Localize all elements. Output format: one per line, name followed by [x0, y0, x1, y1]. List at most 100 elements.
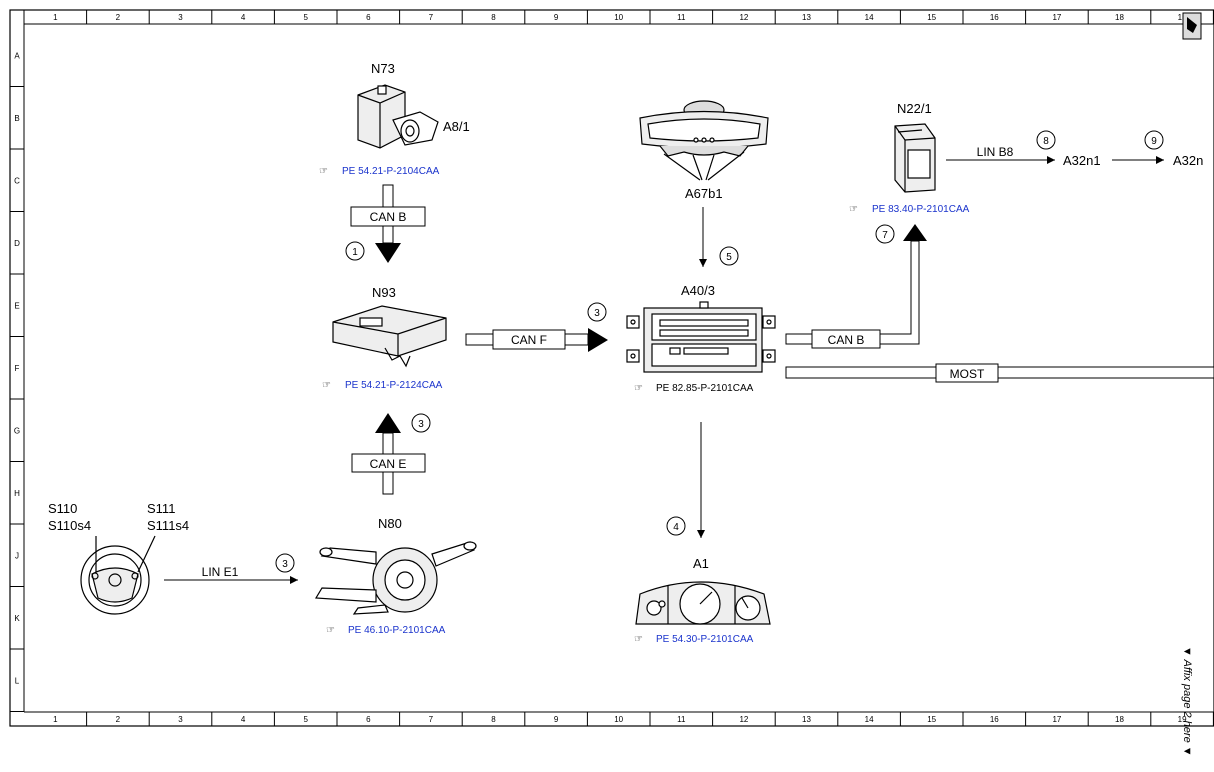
a1-label: A1	[693, 556, 709, 571]
can-b-top-label: CAN B	[370, 210, 407, 224]
corner-page-icon	[1182, 12, 1202, 40]
drawing-frame	[9, 9, 1214, 727]
grid-column-label: 3	[178, 715, 183, 724]
lin-b8-label: LIN B8	[977, 145, 1014, 159]
a1-instrument-cluster-icon	[635, 581, 771, 625]
step-8-badge: 8	[1036, 130, 1056, 150]
grid-column-label: 2	[116, 13, 121, 22]
grid-row-ticks	[10, 86, 24, 712]
n22-1-label: N22/1	[897, 101, 932, 116]
grid-column-label: 1	[53, 715, 58, 724]
step-9-badge: 9	[1144, 130, 1164, 150]
grid-column-label: 12	[739, 715, 748, 724]
s110s4-label: S110s4	[48, 518, 91, 533]
grid-column-label: 15	[927, 715, 936, 724]
grid-column-label: 6	[366, 715, 371, 724]
a1-ref-text: PE 54.30-P-2101CAA	[656, 634, 754, 645]
n93-ref-link[interactable]: ☞ PE 54.21-P-2124CAA	[322, 380, 443, 391]
lin-e1-connection: LIN E1	[164, 565, 298, 584]
grid-column-label: 4	[241, 715, 246, 724]
grid-column-label: 16	[990, 13, 999, 22]
lin-b8-connection: LIN B8	[946, 145, 1055, 164]
grid-column-label: 7	[429, 13, 434, 22]
affix-page-note: ▼ Affix page 2 here ▼	[1181, 646, 1193, 757]
n73-ref-text: PE 54.21-P-2104CAA	[342, 166, 440, 177]
n93-ref-text: PE 54.21-P-2124CAA	[345, 380, 443, 391]
grid-column-ticks	[86, 10, 1214, 726]
grid-column-label: 2	[116, 715, 121, 724]
n93-label: N93	[372, 285, 396, 300]
grid-row-label: G	[14, 426, 20, 435]
svg-text:3: 3	[594, 308, 600, 319]
grid-column-label: 17	[1052, 13, 1061, 22]
grid-column-label: 3	[178, 13, 183, 22]
grid-column-label: 5	[303, 715, 308, 724]
n73-label: N73	[371, 61, 395, 76]
n93-module-icon	[332, 305, 447, 368]
grid-row-labels: A B C D E F G H J K L	[14, 51, 20, 685]
a8-1-label: A8/1	[443, 119, 470, 134]
can-e-connection: CAN E	[351, 413, 426, 495]
can-f-connection: CAN F	[465, 328, 608, 352]
grid-column-label: 18	[1115, 13, 1124, 22]
reference-hand-icon: ☞	[849, 204, 858, 215]
grid-column-label: 17	[1052, 715, 1061, 724]
grid-column-label: 11	[677, 715, 686, 724]
s111s4-label: S111s4	[147, 518, 189, 533]
grid-column-label: 6	[366, 13, 371, 22]
step-7-badge: 7	[875, 224, 895, 244]
svg-text:5: 5	[726, 252, 732, 263]
can-e-label: CAN E	[370, 457, 407, 471]
grid-column-label: 13	[802, 13, 811, 22]
most-label: MOST	[950, 367, 985, 381]
svg-text:3: 3	[418, 419, 424, 430]
grid-column-label: 4	[241, 13, 246, 22]
n73-ref-link[interactable]: ☞ PE 54.21-P-2104CAA	[319, 166, 440, 177]
grid-row-label: B	[14, 114, 19, 123]
grid-column-label: 11	[677, 13, 686, 22]
svg-text:8: 8	[1043, 136, 1049, 147]
step-1-badge: 1	[345, 241, 365, 261]
grid-column-label: 16	[990, 715, 999, 724]
grid-column-label: 15	[927, 13, 936, 22]
grid-row-label: A	[14, 51, 20, 60]
a40-3-ref-link[interactable]: ☞ PE 82.85-P-2101CAA	[634, 383, 754, 394]
n22-1-ref-text: PE 83.40-P-2101CAA	[872, 204, 970, 215]
n80-steering-column-module-icon	[314, 541, 477, 615]
grid-row-label: C	[14, 176, 20, 185]
s111-label: S111	[147, 501, 175, 516]
a40-3-label: A40/3	[681, 283, 715, 298]
s110-label: S110	[48, 501, 77, 516]
a1-ref-link[interactable]: ☞ PE 54.30-P-2101CAA	[634, 634, 754, 645]
a32n1-label: A32n1	[1063, 153, 1101, 168]
svg-text:1: 1	[352, 247, 358, 258]
reference-hand-icon: ☞	[634, 383, 643, 394]
most-connection: MOST	[785, 363, 1214, 383]
svg-text:9: 9	[1151, 136, 1157, 147]
grid-column-label: 14	[865, 13, 874, 22]
a67b1-mirror-sensor-icon	[639, 100, 769, 181]
grid-column-label: 8	[491, 715, 496, 724]
grid-row-label: H	[14, 489, 20, 498]
grid-row-label: L	[15, 676, 20, 685]
n80-ref-link[interactable]: ☞ PE 46.10-P-2101CAA	[326, 625, 446, 636]
grid-row-label: K	[14, 614, 20, 623]
can-f-label: CAN F	[511, 333, 547, 347]
grid-column-label: 12	[739, 13, 748, 22]
grid-row-label: F	[15, 364, 20, 373]
grid-row-label: D	[14, 239, 20, 248]
grid-row-label: E	[14, 301, 19, 310]
a40-3-head-unit-icon	[626, 301, 776, 373]
grid-row-label: J	[15, 551, 19, 560]
n22-1-ref-link[interactable]: ☞ PE 83.40-P-2101CAA	[849, 204, 970, 215]
step-3-lin-badge: 3	[275, 553, 295, 573]
step-4-badge: 4	[666, 516, 686, 536]
grid-column-label: 5	[303, 13, 308, 22]
step-5-badge: 5	[719, 246, 739, 266]
can-b-top-connection: CAN B	[350, 184, 426, 263]
grid-column-label: 19	[1178, 13, 1187, 22]
reference-hand-icon: ☞	[326, 625, 335, 636]
